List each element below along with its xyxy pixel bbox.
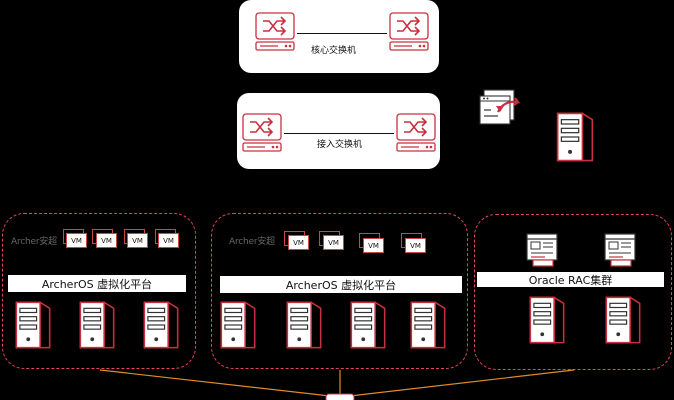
server-icon (13, 300, 53, 350)
vm-badge: VM (96, 233, 117, 248)
platform-title: ArcherOS 虚拟化平台 (8, 275, 186, 292)
server-icon (553, 111, 597, 163)
core-switch-label: 核心交换机 (311, 46, 357, 56)
switch-link-line (284, 133, 394, 134)
network-switch-icon (387, 10, 431, 54)
access-switch-box: 接入交换机 (237, 93, 440, 169)
switch-link-line (297, 33, 387, 34)
vm-badge: VM (127, 233, 148, 248)
network-switch-icon (240, 111, 284, 155)
network-switch-icon (394, 111, 438, 155)
server-icon (348, 300, 388, 350)
server-icon (527, 295, 567, 345)
core-switch-box: 核心交换机 (239, 0, 439, 73)
database-console-icon (525, 232, 559, 268)
database-console-icon (603, 232, 637, 268)
archer-logo: Archer安超 (229, 237, 275, 247)
virtualization-platform-2: Archer安超 VM VM VM VM ArcherOS 虚拟化平台 (211, 213, 468, 369)
virtualization-platform-1: Archer安超 VM VM VM VM ArcherOS 虚拟化平台 (2, 213, 196, 369)
vm-badge: VM (66, 233, 87, 248)
server-icon (603, 295, 643, 345)
migration-icon (479, 89, 521, 125)
server-icon (141, 300, 181, 350)
vm-badge: VM (158, 233, 179, 248)
vm-badge: VM (323, 235, 344, 250)
vm-badge: VM (363, 238, 384, 253)
server-icon (77, 300, 117, 350)
network-switch-icon (253, 10, 297, 54)
server-icon (284, 300, 324, 350)
platform-title: ArcherOS 虚拟化平台 (220, 276, 462, 293)
archer-logo: Archer安超 (11, 237, 57, 247)
access-switch-label: 接入交换机 (317, 140, 363, 150)
storage-connection-lines (99, 369, 575, 400)
vm-badge: VM (405, 238, 426, 253)
vm-badge: VM (288, 235, 309, 250)
oracle-rac-cluster: Oracle RAC集群 (474, 214, 672, 370)
oracle-title: Oracle RAC集群 (477, 272, 664, 287)
server-icon (218, 300, 258, 350)
server-icon (408, 300, 448, 350)
